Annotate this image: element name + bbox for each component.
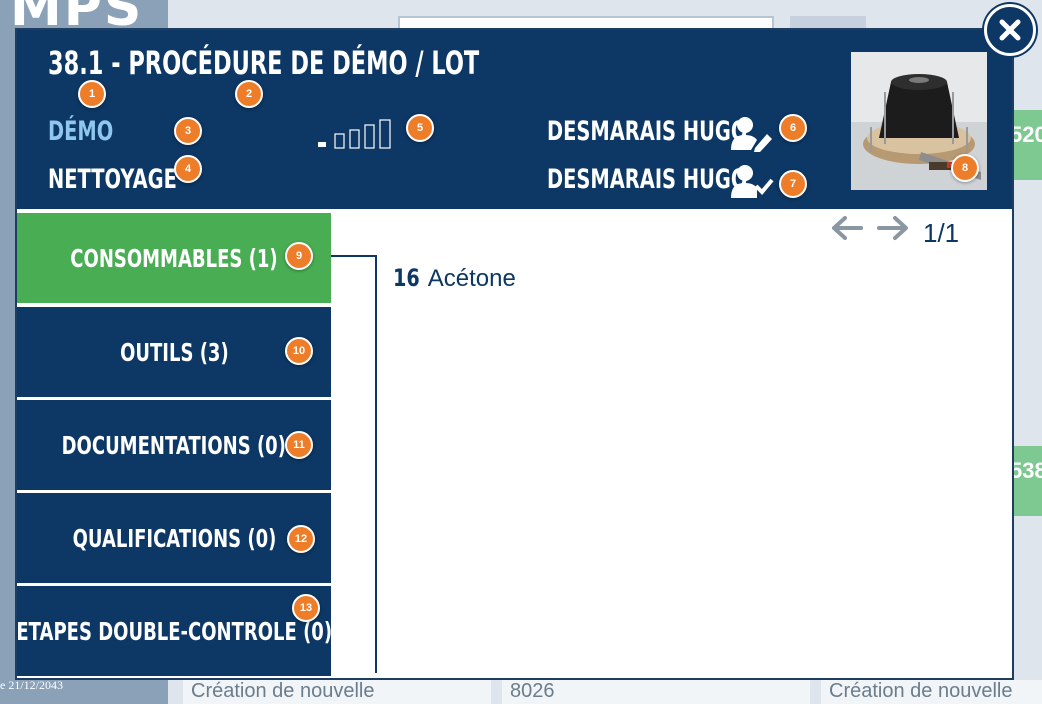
annotation-badge: 1 xyxy=(78,80,106,108)
signal-bar xyxy=(318,142,326,147)
tab-consommables[interactable]: CONSOMMABLES (1) xyxy=(17,213,331,303)
annotation-badge: 8 xyxy=(951,154,979,182)
signal-level-icon xyxy=(318,119,391,149)
signal-bar xyxy=(334,133,345,149)
annotation-badge: 3 xyxy=(174,117,202,145)
signal-bar xyxy=(379,119,391,149)
user-edit-icon xyxy=(731,117,772,152)
annotation-badge: 9 xyxy=(285,242,313,270)
tab-label: DOCUMENTATIONS (0) xyxy=(61,430,287,460)
tab-label: CONSOMMABLES (1) xyxy=(70,243,278,273)
background-date: e 21/12/2043 xyxy=(0,678,63,692)
close-icon xyxy=(999,19,1021,41)
next-arrow-icon[interactable] xyxy=(875,214,911,242)
procedure-title: 38.1 - PROCÉDURE DE DÉMO / LOT xyxy=(48,44,480,82)
content-divider xyxy=(375,255,377,673)
tab-etapes-double-controle[interactable]: ETAPES DOUBLE-CONTROLE (0) xyxy=(16,586,332,676)
background-green-tag: 520 xyxy=(1010,110,1042,180)
category-label: DÉMO xyxy=(48,116,114,147)
item-quantity: 16 xyxy=(393,264,420,292)
background-green-tag: 538 xyxy=(1010,446,1042,516)
list-item: 16 Acétone xyxy=(393,264,516,293)
annotation-badge: 7 xyxy=(779,170,807,198)
machine-image-icon xyxy=(851,52,987,190)
annotation-badge: 6 xyxy=(779,114,807,142)
operation-label: NETTOYAGE xyxy=(48,164,177,195)
modal-header: 38.1 - PROCÉDURE DE DÉMO / LOT DÉMO NETT… xyxy=(17,30,1012,209)
pagination-label: 1/1 xyxy=(923,218,960,248)
background-row: 8026 xyxy=(502,680,810,704)
author-name: DESMARAIS HUGO xyxy=(547,116,748,147)
tab-outils[interactable]: OUTILS (3) xyxy=(17,307,331,397)
signal-bar xyxy=(349,129,360,149)
background-row: Création de nouvelle xyxy=(821,680,1042,704)
background-row: Création de nouvelle xyxy=(183,680,491,704)
tab-connector xyxy=(331,255,377,257)
close-button[interactable] xyxy=(984,4,1036,56)
previous-arrow-icon[interactable] xyxy=(829,214,865,242)
tab-label: OUTILS (3) xyxy=(119,337,229,367)
annotation-badge: 11 xyxy=(285,431,313,459)
tab-label: QUALIFICATIONS (0) xyxy=(72,523,276,553)
annotation-badge: 10 xyxy=(285,337,313,365)
annotation-badge: 4 xyxy=(174,155,202,183)
tab-list: CONSOMMABLES (1) OUTILS (3) DOCUMENTATIO… xyxy=(16,209,332,680)
procedure-modal: 38.1 - PROCÉDURE DE DÉMO / LOT DÉMO NETT… xyxy=(15,28,1014,680)
tab-label: ETAPES DOUBLE-CONTROLE (0) xyxy=(16,616,332,646)
annotation-badge: 2 xyxy=(235,80,263,108)
validator-name: DESMARAIS HUGO xyxy=(547,164,748,195)
item-name: Acétone xyxy=(427,265,516,292)
annotation-badge: 13 xyxy=(292,594,320,622)
user-check-icon xyxy=(731,165,774,198)
signal-bar xyxy=(364,124,375,149)
annotation-badge: 12 xyxy=(287,525,315,553)
tab-documentations[interactable]: DOCUMENTATIONS (0) xyxy=(17,400,331,490)
annotation-badge: 5 xyxy=(406,114,434,142)
tab-qualifications[interactable]: QUALIFICATIONS (0) xyxy=(17,493,331,583)
